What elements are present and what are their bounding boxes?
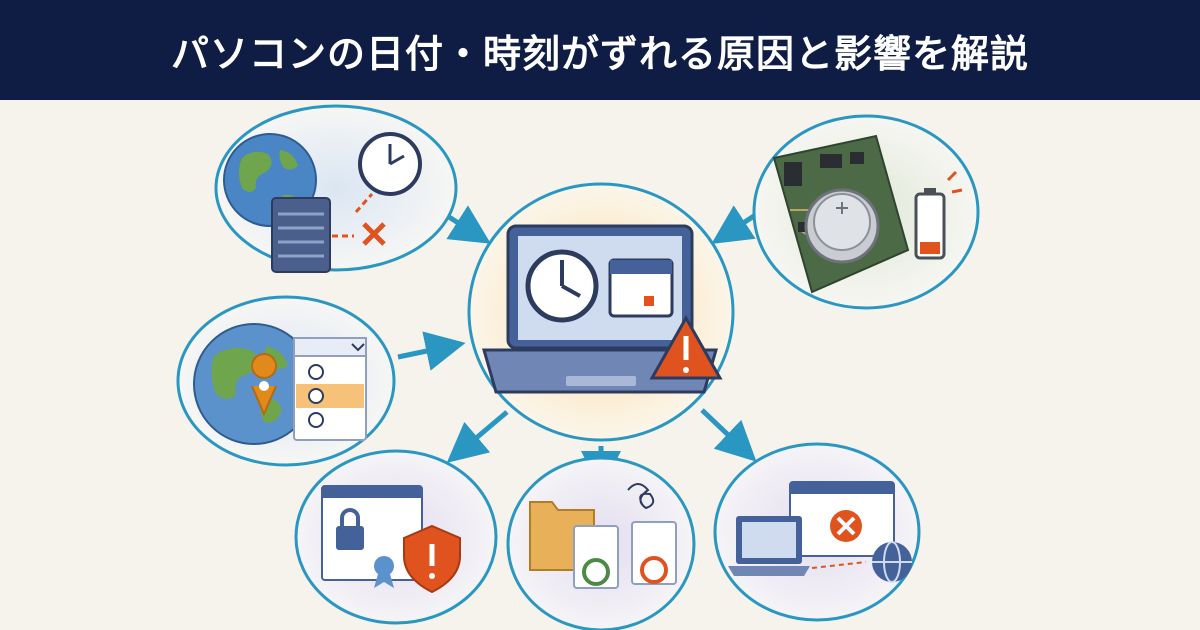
effect-security-bubble [294,449,498,625]
page-title: パソコンの日付・時刻がずれる原因と影響を解説 [170,31,1029,76]
timezone-list-icon [293,337,367,441]
clock-icon [525,249,599,323]
cause-time-sync-bubble [214,104,458,273]
header-bar: パソコンの日付・時刻がずれる原因と影響を解説 [0,0,1200,100]
laptop-icon [728,516,810,576]
server-icon [271,197,331,273]
effect-files-bubble [506,456,696,630]
cause-timezone-bubble [176,295,396,467]
padlock-icon [336,508,364,550]
arrow-pc-to-security [446,410,509,463]
cmos-battery-icon [804,188,880,264]
clock-icon [358,132,422,196]
diagram-canvas [176,104,980,630]
globe-icon [223,133,317,227]
shield-alert-icon [403,524,461,594]
network-globe-icon [872,541,912,583]
certificate-icon [374,556,394,588]
file-clock-icon [631,521,677,585]
arrow-pc-to-network [700,408,757,462]
arrow-timezone-to-pc [397,331,466,371]
file-clock-icon [573,525,619,589]
warning-icon [649,314,723,380]
error-x-icon [830,510,862,542]
calendar-icon [608,258,674,318]
center-laptop-bubble [467,182,735,442]
cause-cmos-battery-bubble [752,114,980,310]
broken-sync-line [332,193,374,238]
globe-icon [193,323,315,445]
tangled-icon [627,483,655,510]
effect-network-bubble [713,442,921,622]
sync-failed-x-icon [362,222,386,246]
low-battery-icon [914,170,963,260]
timezone-pin-icon [251,353,278,417]
